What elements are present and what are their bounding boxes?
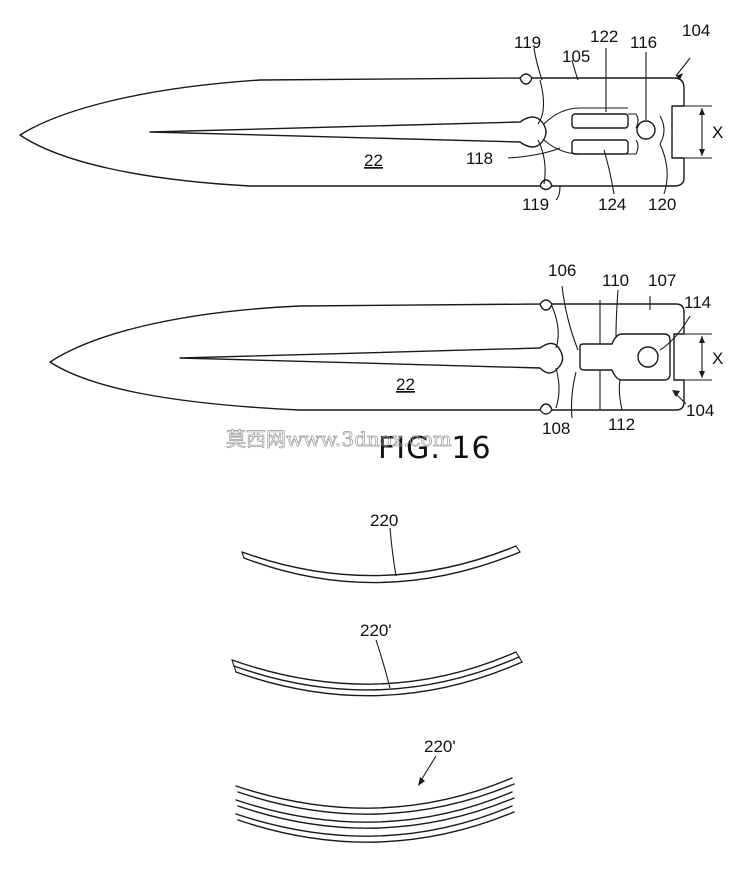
strip-220-upper-edge	[241, 545, 517, 577]
strip-220p-a-edge-2	[233, 656, 520, 691]
top-tab-upper	[571, 113, 629, 129]
label-22-middle: 22	[396, 375, 415, 394]
middle-notch-upper	[539, 303, 553, 311]
strip-220p-b-1	[235, 777, 513, 809]
label-119-bottom: 119	[522, 195, 549, 214]
label-122: 122	[590, 27, 618, 46]
middle-notch-lower	[539, 403, 553, 411]
top-pin-hole	[636, 120, 656, 140]
leader-220p-b	[419, 755, 437, 783]
top-blade-slot	[149, 116, 547, 148]
middle-blade: 106 110 107 114 22 108 112 104 X	[49, 261, 723, 438]
label-124: 124	[598, 195, 626, 214]
middle-curve-a	[551, 305, 559, 349]
top-curve-a	[537, 79, 545, 125]
strip-220-ends	[241, 545, 521, 559]
label-108: 108	[542, 419, 570, 438]
label-120: 120	[648, 195, 676, 214]
top-notch-lower	[539, 179, 553, 187]
strip-220: 220	[241, 511, 521, 584]
leader-108	[570, 371, 577, 419]
leader-120	[659, 143, 668, 195]
leader-118	[507, 147, 561, 159]
label-106: 106	[548, 261, 576, 280]
strip-220p-a-ends	[231, 651, 523, 673]
label-22-top: 22	[364, 151, 383, 170]
strip-220p-b-1b	[237, 783, 515, 815]
middle-pin-hole	[637, 346, 659, 368]
strip-220-prime-b: 220'	[235, 737, 515, 843]
label-116: 116	[630, 33, 657, 52]
top-blade-outline	[19, 73, 685, 191]
strip-220p-a-edge-3	[235, 661, 523, 697]
leader-114	[659, 315, 691, 351]
top-arm-lower	[543, 139, 628, 155]
top-blade: 104 105 116 119 122 118 22 119 124 120 X	[19, 21, 723, 214]
strip-220p-b-2b	[237, 797, 515, 829]
label-220: 220	[370, 511, 398, 530]
leader-112	[618, 379, 623, 411]
label-x-middle: X	[712, 349, 723, 368]
label-105: 105	[562, 47, 590, 66]
middle-curve-b	[555, 367, 560, 409]
leader-110	[615, 289, 619, 337]
label-119-top: 119	[514, 33, 541, 52]
label-110: 110	[602, 271, 629, 290]
leader-104-top	[675, 57, 691, 77]
top-curve-b	[537, 139, 546, 185]
strip-220-prime-a: 220'	[231, 621, 523, 697]
label-112: 112	[608, 415, 635, 434]
arrowhead-220p-b	[418, 777, 425, 786]
leader-119-top	[533, 47, 543, 81]
middle-blade-outline	[49, 299, 685, 415]
arrowhead-104-mid	[672, 390, 680, 397]
leader-106	[561, 285, 579, 351]
leader-105	[571, 59, 579, 81]
strip-220-lower-edge	[243, 551, 521, 584]
label-114: 114	[684, 293, 711, 312]
leader-220p-a	[375, 639, 391, 689]
top-tab-lower	[571, 139, 629, 155]
label-107: 107	[648, 271, 676, 290]
arrowhead-104-top	[676, 73, 683, 80]
label-104-top: 104	[682, 21, 710, 40]
leader-124	[603, 149, 615, 195]
top-tab-edge-b	[628, 139, 639, 155]
label-118: 118	[466, 149, 493, 168]
strip-220p-b-3	[235, 805, 513, 837]
middle-blade-slot	[179, 342, 564, 374]
leader-119-bottom	[555, 185, 561, 201]
watermark: 莫西网www.3dnox.com	[226, 427, 452, 451]
label-220-prime-b: 220'	[424, 737, 456, 756]
strip-220p-b-2	[235, 791, 513, 823]
top-notch-upper	[519, 77, 533, 85]
label-220-prime-a: 220'	[360, 621, 392, 640]
label-104-middle: 104	[686, 401, 714, 420]
top-latch	[659, 115, 665, 145]
label-x-top: X	[712, 123, 723, 142]
leader-220	[389, 527, 397, 577]
figure-caption: FIG. 16	[378, 431, 492, 466]
strip-220p-a-edge-1	[231, 651, 517, 685]
strip-220p-b-3b	[237, 811, 515, 843]
middle-link-plate	[579, 333, 671, 381]
top-tab-edge-a	[628, 113, 639, 129]
top-arm-upper	[543, 107, 628, 125]
